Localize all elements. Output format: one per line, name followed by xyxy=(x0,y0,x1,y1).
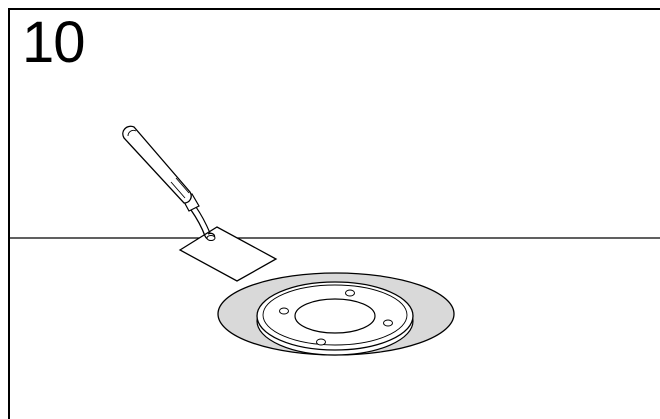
step-number: 10 xyxy=(22,10,86,75)
trowel-icon xyxy=(122,125,278,282)
panel-border-top xyxy=(8,8,660,10)
panel-border-left xyxy=(8,8,10,419)
flange-ring-icon xyxy=(256,281,414,356)
